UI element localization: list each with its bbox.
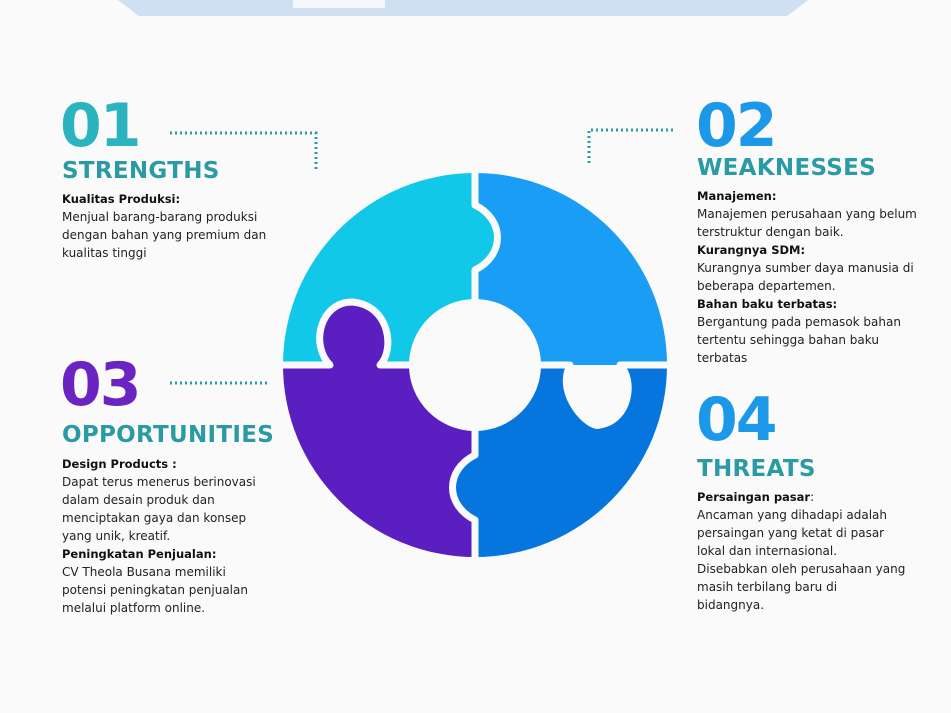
threats-heading: THREATS bbox=[697, 456, 816, 482]
threats-item-label-row: Persaingan pasar: bbox=[697, 488, 907, 506]
opportunities-number: 03 bbox=[60, 350, 141, 420]
threats-number: 04 bbox=[696, 385, 777, 455]
weaknesses-heading: WEAKNESSES bbox=[697, 155, 877, 181]
threats-item-label-colon: : bbox=[810, 490, 815, 504]
weaknesses-piece bbox=[475, 173, 667, 365]
weaknesses-leader-line bbox=[587, 128, 673, 163]
opportunities-content: Design Products : Dapat terus menerus be… bbox=[62, 455, 272, 617]
opportunities-item-text-1: Dapat terus menerus berinovasi dalam des… bbox=[62, 475, 256, 543]
threats-item-label: Persaingan pasar bbox=[697, 490, 811, 504]
opportunities-heading: OPPORTUNITIES bbox=[62, 422, 275, 448]
weaknesses-item-text-1: Manajemen perusahaan yang belum terstruk… bbox=[697, 207, 917, 239]
strengths-leader-line bbox=[170, 131, 318, 170]
threats-content: Persaingan pasar: Ancaman yang dihadapi … bbox=[697, 488, 907, 614]
strengths-number: 01 bbox=[60, 91, 141, 161]
weaknesses-number: 02 bbox=[696, 91, 777, 161]
strengths-content: Kualitas Produksi: Menjual barang-barang… bbox=[62, 190, 287, 262]
top-banner bbox=[118, 0, 808, 16]
weaknesses-item-label-2: Kurangnya SDM: bbox=[697, 243, 806, 257]
threats-piece bbox=[452, 365, 667, 557]
weaknesses-item-text-2: Kurangnya sumber daya manusia di beberap… bbox=[697, 261, 914, 293]
top-banner-tab bbox=[293, 0, 385, 8]
opportunities-item-text-2: CV Theola Busana memiliki potensi pening… bbox=[62, 565, 248, 615]
strengths-item-text: Menjual barang-barang produksi dengan ba… bbox=[62, 210, 267, 260]
threats-item-text: Ancaman yang dihadapi adalah persaingan … bbox=[697, 508, 906, 612]
opportunities-item-label-2: Peningkatan Penjualan: bbox=[62, 547, 217, 561]
weaknesses-item-text-3: Bergantung pada pemasok bahan tertentu s… bbox=[697, 315, 901, 365]
opportunities-item-label-1: Design Products : bbox=[62, 457, 177, 471]
strengths-piece bbox=[283, 173, 498, 365]
weaknesses-item-label-3: Bahan baku terbatas: bbox=[697, 297, 838, 311]
weaknesses-content: Manajemen: Manajemen perusahaan yang bel… bbox=[697, 187, 919, 367]
strengths-heading: STRENGTHS bbox=[62, 158, 220, 184]
strengths-item-label: Kualitas Produksi: bbox=[62, 192, 181, 206]
weaknesses-item-label-1: Manajemen: bbox=[697, 189, 777, 203]
